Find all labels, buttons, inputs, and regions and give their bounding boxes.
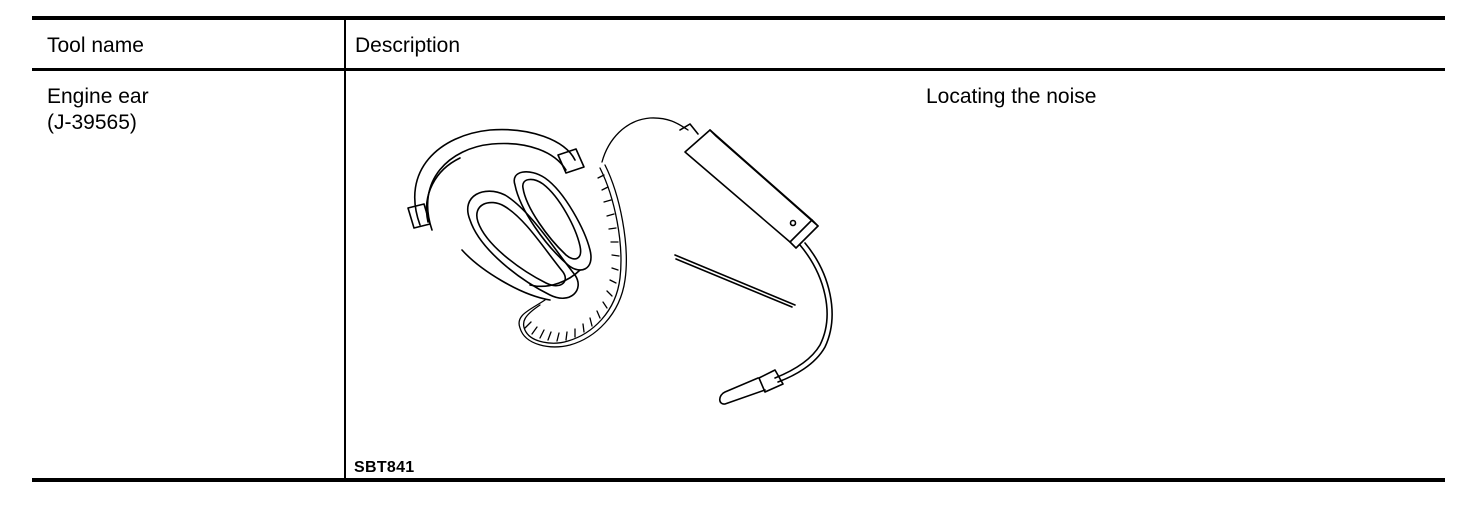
amplifier-box-icon xyxy=(679,123,819,249)
table-bottom-rule xyxy=(32,478,1445,482)
header-tool-name: Tool name xyxy=(47,34,144,57)
description-title: Locating the noise xyxy=(926,85,1097,108)
table-column-divider xyxy=(344,18,346,480)
table-top-rule xyxy=(32,16,1445,20)
figure-code: SBT841 xyxy=(354,459,415,476)
coiled-cord-icon xyxy=(518,117,689,348)
probe-rod-icon xyxy=(674,254,796,308)
engine-ear-illustration xyxy=(407,117,833,405)
headphones-icon xyxy=(407,128,592,301)
tool-number: (J-39565) xyxy=(47,111,137,134)
header-description: Description xyxy=(355,34,461,57)
microphone-plug-icon xyxy=(718,242,833,405)
table-header-rule xyxy=(32,68,1445,71)
tool-name: Engine ear xyxy=(47,85,149,108)
